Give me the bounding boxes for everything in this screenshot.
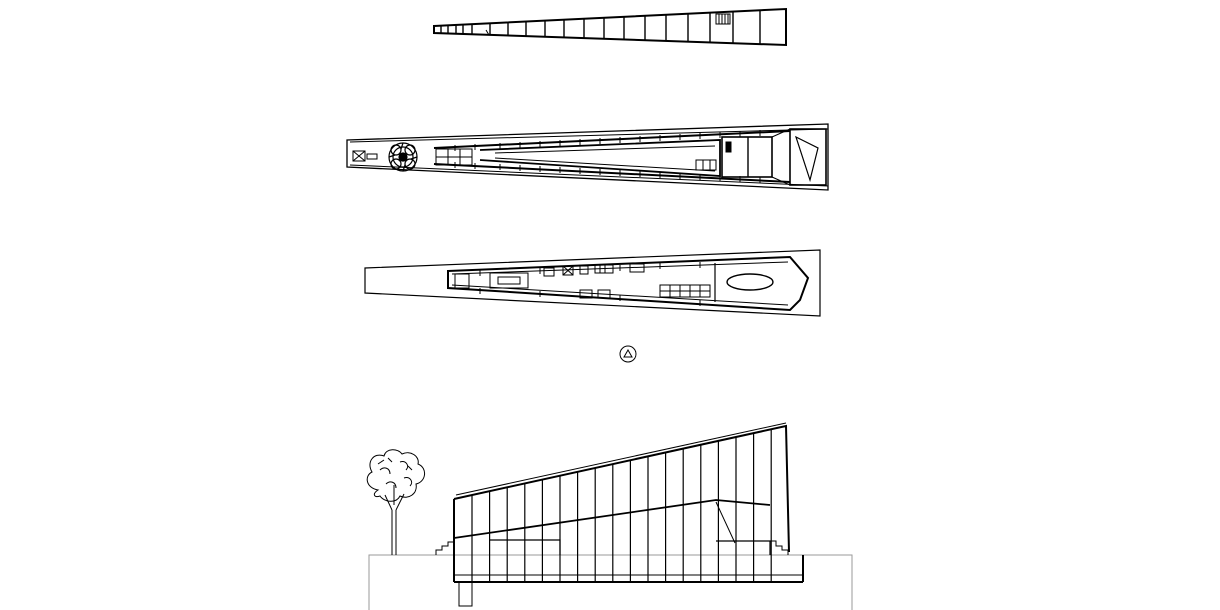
elevation-mullions [471, 429, 772, 582]
reception-desk [726, 273, 774, 291]
roof-plan [433, 7, 787, 47]
tree-plan-icon [388, 142, 418, 172]
ground-floor-plan [364, 249, 821, 317]
roof-detail [485, 29, 490, 36]
upper-end-block [695, 128, 827, 186]
upper-mullions [454, 130, 761, 183]
upper-floor-plan [346, 123, 829, 191]
tree-icon [366, 449, 425, 555]
side-elevation [366, 422, 853, 610]
ground-mullions [479, 262, 701, 306]
north-arrow-icon [619, 345, 637, 363]
roof-panel-lines [440, 10, 761, 45]
roof-hatch-icon [715, 13, 731, 25]
ground-rooms [454, 263, 711, 299]
upper-stair-grid [435, 148, 473, 166]
entrance-furniture [352, 150, 378, 162]
